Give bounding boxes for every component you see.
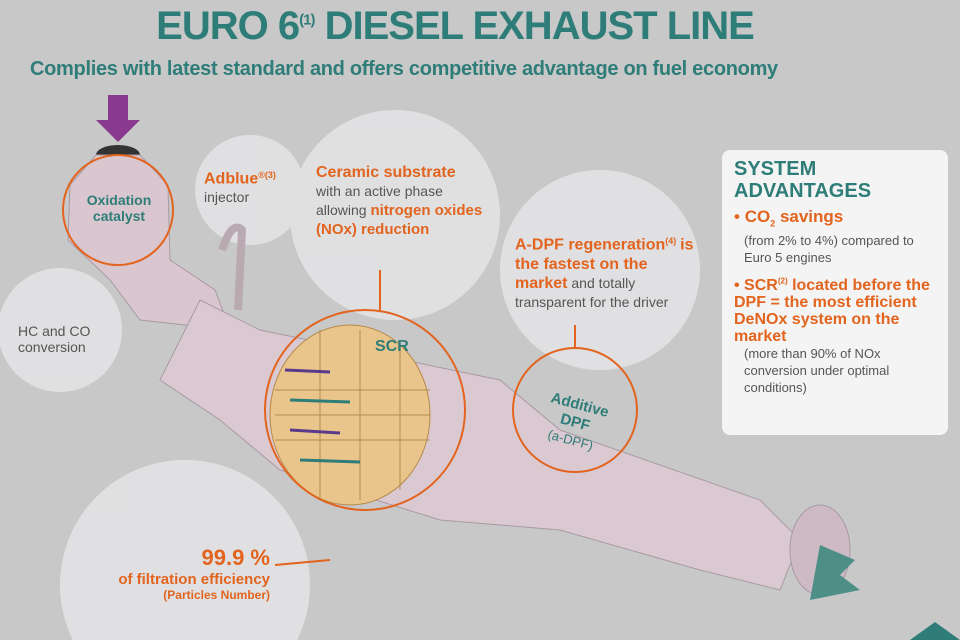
- scr-circle: [264, 309, 466, 511]
- scr-label: SCR: [375, 338, 409, 355]
- adblue-injector: [218, 223, 247, 311]
- corner-logo: [910, 622, 960, 640]
- advantage-scr: • SCR(2) located before the DPF = the mo…: [734, 276, 930, 395]
- advantage-co2: • CO2 savings(from 2% to 4%) compared to…: [734, 207, 914, 266]
- adpf-label: A-DPF regeneration(4) is the fastest on …: [515, 236, 694, 310]
- adblue-label: Adblue®(3)injector: [204, 170, 276, 205]
- subtitle: Complies with latest standard and offers…: [30, 58, 778, 80]
- oxidation-circle: [62, 154, 174, 266]
- adblue-bubble: [195, 135, 305, 245]
- adpf-bubble: [500, 170, 700, 370]
- filtration-label: 99.9 %of filtration efficiency(Particles…: [118, 545, 270, 602]
- inflow-arrow-icon: [96, 95, 140, 142]
- flow-arrows: [284, 368, 361, 464]
- substrate-grid: [275, 330, 430, 500]
- oxidation-label: Oxidation catalyst: [86, 192, 152, 224]
- outflow-arrow-icon: [810, 545, 860, 600]
- hc-bubble: [0, 268, 122, 392]
- ceramic-bubble: [290, 110, 500, 320]
- filtration-leader-line: [274, 559, 331, 566]
- page-title: EURO 6(1) DIESEL EXHAUST LINE: [156, 4, 755, 48]
- filtration-bubble: [60, 459, 310, 640]
- hc-label: HC and CO conversion: [18, 323, 91, 355]
